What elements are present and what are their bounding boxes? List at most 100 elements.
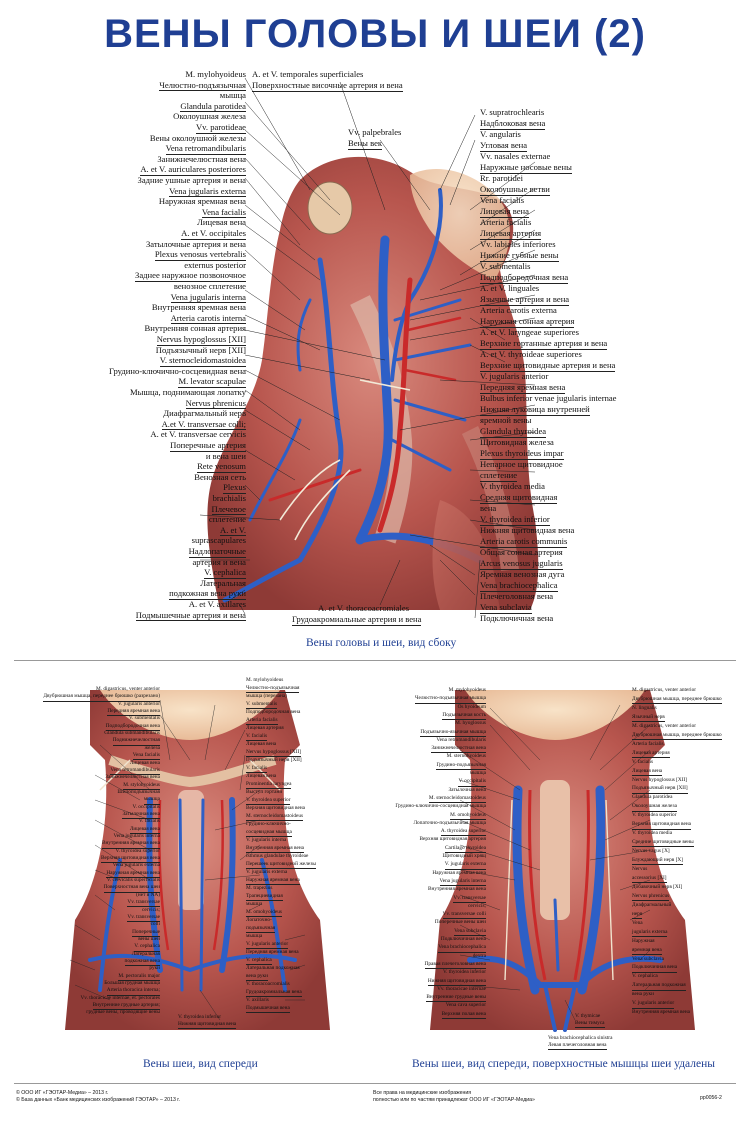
- lateral-right-label-37: V. thyroidea inferior: [480, 514, 550, 526]
- front2-right-label-3: Язычный нерв: [632, 714, 665, 723]
- lateral-right-label-9: Лицевая вена: [480, 206, 529, 218]
- front1-left-label-11: Vena retromandibularis: [110, 767, 160, 776]
- front1-right-label-15: V. thyroidea superior: [246, 797, 291, 806]
- lateral-right-label-45: Vena subclavia: [480, 602, 532, 614]
- front2-left-label-22: Наружная яремная вена: [432, 869, 486, 876]
- label-palpebral-ru: Вены век: [348, 138, 383, 150]
- front2-right-label-5: Двубрюшная мышца, переднее брюшко: [632, 732, 722, 741]
- front2-left-label-26: cervicis;: [468, 902, 486, 909]
- lateral-left-label-43: A. et V.: [220, 524, 246, 537]
- front1-right-label-12: Лицевая вена: [246, 773, 277, 779]
- lateral-neck-illustration: [207, 156, 539, 610]
- front2-left-label-2: Os hyoideum: [457, 703, 486, 710]
- front1-right-label-24: V. jugularis externa: [246, 869, 288, 875]
- front2-left-label-38: Vena cava superior: [445, 1002, 486, 1009]
- front2-right-label-14: V. thyroidea superior: [632, 812, 677, 819]
- front2-right-label-15: Верхняя щитовидная вена: [632, 821, 692, 830]
- lateral-right-label-28: яремной вены: [480, 415, 532, 425]
- lateral-right-label-42: Яремная венозная дуга: [480, 569, 565, 579]
- label-f2-thymic-ru: Вены тимуса: [575, 1020, 605, 1029]
- front1-right-label-17: M. sternocleidomastoideus: [246, 813, 304, 822]
- front1-left-label-34: вены шеи: [138, 935, 160, 942]
- front2-left-label-34: V. thyroidea inferior: [442, 969, 486, 976]
- lateral-right-label-44: Плечеголовная вена: [480, 591, 554, 601]
- front1-left-label-17: Затылочная вена: [122, 811, 160, 820]
- front1-right-label-20: V. jugularis interna: [246, 837, 287, 843]
- lateral-left-label-47: V. cephalica: [204, 567, 246, 579]
- front1-right-label-1: Челюстно-подъязычная: [246, 685, 300, 694]
- front1-right-label-4: Подподбородочная вена: [246, 709, 301, 715]
- lateral-right-label-31: Plexus thyroideus impar: [480, 448, 564, 460]
- front1-left-label-8: железа: [144, 744, 160, 751]
- lateral-right-label-1: Надблоковая вена: [480, 118, 546, 130]
- lateral-right-label-2: V. angularis: [480, 129, 521, 139]
- front2-right-label-29: яремная вена: [632, 947, 662, 955]
- lateral-left-label-4: Околоушная железа: [173, 111, 246, 122]
- front2-right-label-24: Диафрагмальный: [632, 901, 672, 908]
- lateral-left-label-6: Вены околоушной железы: [149, 132, 246, 143]
- lateral-right-label-36: вена: [480, 503, 497, 513]
- front1-left-label-4: V. submentalis: [128, 715, 160, 722]
- front1-right-label-30: Лопаточно-: [246, 917, 272, 923]
- front2-left-label-16: Лопаточно-подъязычная мышца: [413, 819, 486, 826]
- front2-right-label-0: M. digastricus, venter anterior: [632, 687, 696, 693]
- lateral-right-label-35: Средняя щитовидная: [480, 492, 558, 504]
- lateral-left-label-46: артерия и вена: [192, 556, 246, 567]
- lateral-right-label-15: Подподбородочная вена: [480, 272, 569, 284]
- front2-left-label-24: Внутренняя яремная вена: [427, 886, 486, 893]
- front1-right-label-9: Nervus hypoglossus [XII]: [246, 749, 302, 758]
- lateral-left-label-39: Plexus: [223, 482, 246, 494]
- front2-right-label-30: Vena subclavia: [632, 955, 664, 962]
- front2-right-label-9: Лицевая вена: [632, 768, 663, 776]
- front2-left-label-25: Vv. transversae: [453, 895, 486, 903]
- lateral-right-label-20: A. et V. laryngeae superiores: [480, 327, 579, 337]
- label-f2-brachiocephalic-latin: Vena brachiocephalica sinistra: [548, 1035, 613, 1041]
- lateral-right-label-38: Нижняя щитовидная вена: [480, 525, 575, 535]
- front1-right-label-3: V. submentalis: [246, 701, 278, 710]
- front2-left-label-39: Верхняя полая вена: [441, 1011, 486, 1019]
- front1-right-label-18: Грудино-ключично-: [246, 821, 291, 827]
- front1-left-label-35: V. cephalica: [134, 943, 160, 952]
- lateral-right-label-29: Glandula thyroidea: [480, 426, 547, 438]
- lateral-left-label-50: A. et V. axillares: [188, 599, 246, 609]
- lateral-right-label-40: Общая сонная артерия: [480, 547, 563, 557]
- caption-front1: Вены шеи, вид спереди: [143, 1058, 258, 1070]
- lateral-left-label-10: Задние ушные артерия и вена: [137, 175, 246, 185]
- front2-left-label-28: Поперечные вены шеи: [434, 919, 486, 926]
- front2-left-label-31: Vena brachiocephalica: [438, 945, 486, 953]
- lateral-left-label-41: Плечевое: [211, 503, 246, 516]
- front1-right-label-7: V. facialis: [246, 733, 268, 742]
- footer-copyright-line-2: © База данных «Банк медицинских изображе…: [16, 1097, 180, 1104]
- front1-left-label-9: Vena facialis: [132, 752, 160, 761]
- lateral-right-label-25: Передняя яремная вена: [480, 382, 566, 394]
- front1-right-label-27: Трапециевидная: [246, 893, 283, 902]
- front2-left-label-15: M. omohyoideus: [450, 812, 486, 820]
- front2-left-label-19: Cartilago thyroidea: [444, 845, 486, 853]
- front1-left-label-41: Arteria thoracica interna;: [106, 988, 160, 996]
- lateral-right-label-27: Нижняя луковица внутренней: [480, 404, 590, 416]
- lateral-right-label-22: A. et V. thyroideae superiores: [480, 349, 582, 359]
- lateral-right-label-19: Наружная сонная артерия: [480, 316, 575, 328]
- front1-right-label-25: Наружная яремная вена: [246, 877, 300, 886]
- lateral-left-label-36: и вена шеи: [205, 450, 246, 461]
- front1-left-label-33: Поперечные: [132, 929, 160, 937]
- lateral-right-label-11: Лицевая артерия: [480, 228, 542, 240]
- front1-left-label-44: грудные вены, проводящие вены: [86, 1009, 160, 1016]
- front1-right-label-16: Верхняя щитовидная вена: [246, 805, 306, 811]
- lateral-left-label-31: Nervus phrenicus: [185, 397, 246, 410]
- lateral-left-label-35: Поперечные артерия: [170, 440, 246, 452]
- footer-code: pp0056-2: [700, 1095, 722, 1101]
- label-f2-brachiocephalic-ru: Левая плечеголовная вена: [548, 1042, 607, 1051]
- lateral-left-label-42: сплетение: [208, 514, 246, 525]
- lateral-left-label-44: suprascapulares: [191, 535, 246, 546]
- front1-right-label-38: V. thoracoacromialis: [246, 981, 290, 987]
- front2-right-label-18: Nervus vagus [X]: [632, 848, 670, 855]
- lateral-left-label-3: Glandula parotidea: [180, 100, 246, 113]
- lateral-right-label-26: Bulbus inferior venae jugularis internae: [480, 393, 617, 403]
- front1-left-label-5: Подподбородочная вена: [105, 723, 160, 732]
- front2-right-label-13: Околоушная железа: [632, 804, 677, 812]
- front1-left-label-16: V. occipitalis: [132, 803, 160, 810]
- front1-right-label-8: Лицевая вена: [246, 741, 277, 747]
- front2-right-label-8: V. facialis: [632, 758, 654, 765]
- footer-divider: [14, 1083, 736, 1084]
